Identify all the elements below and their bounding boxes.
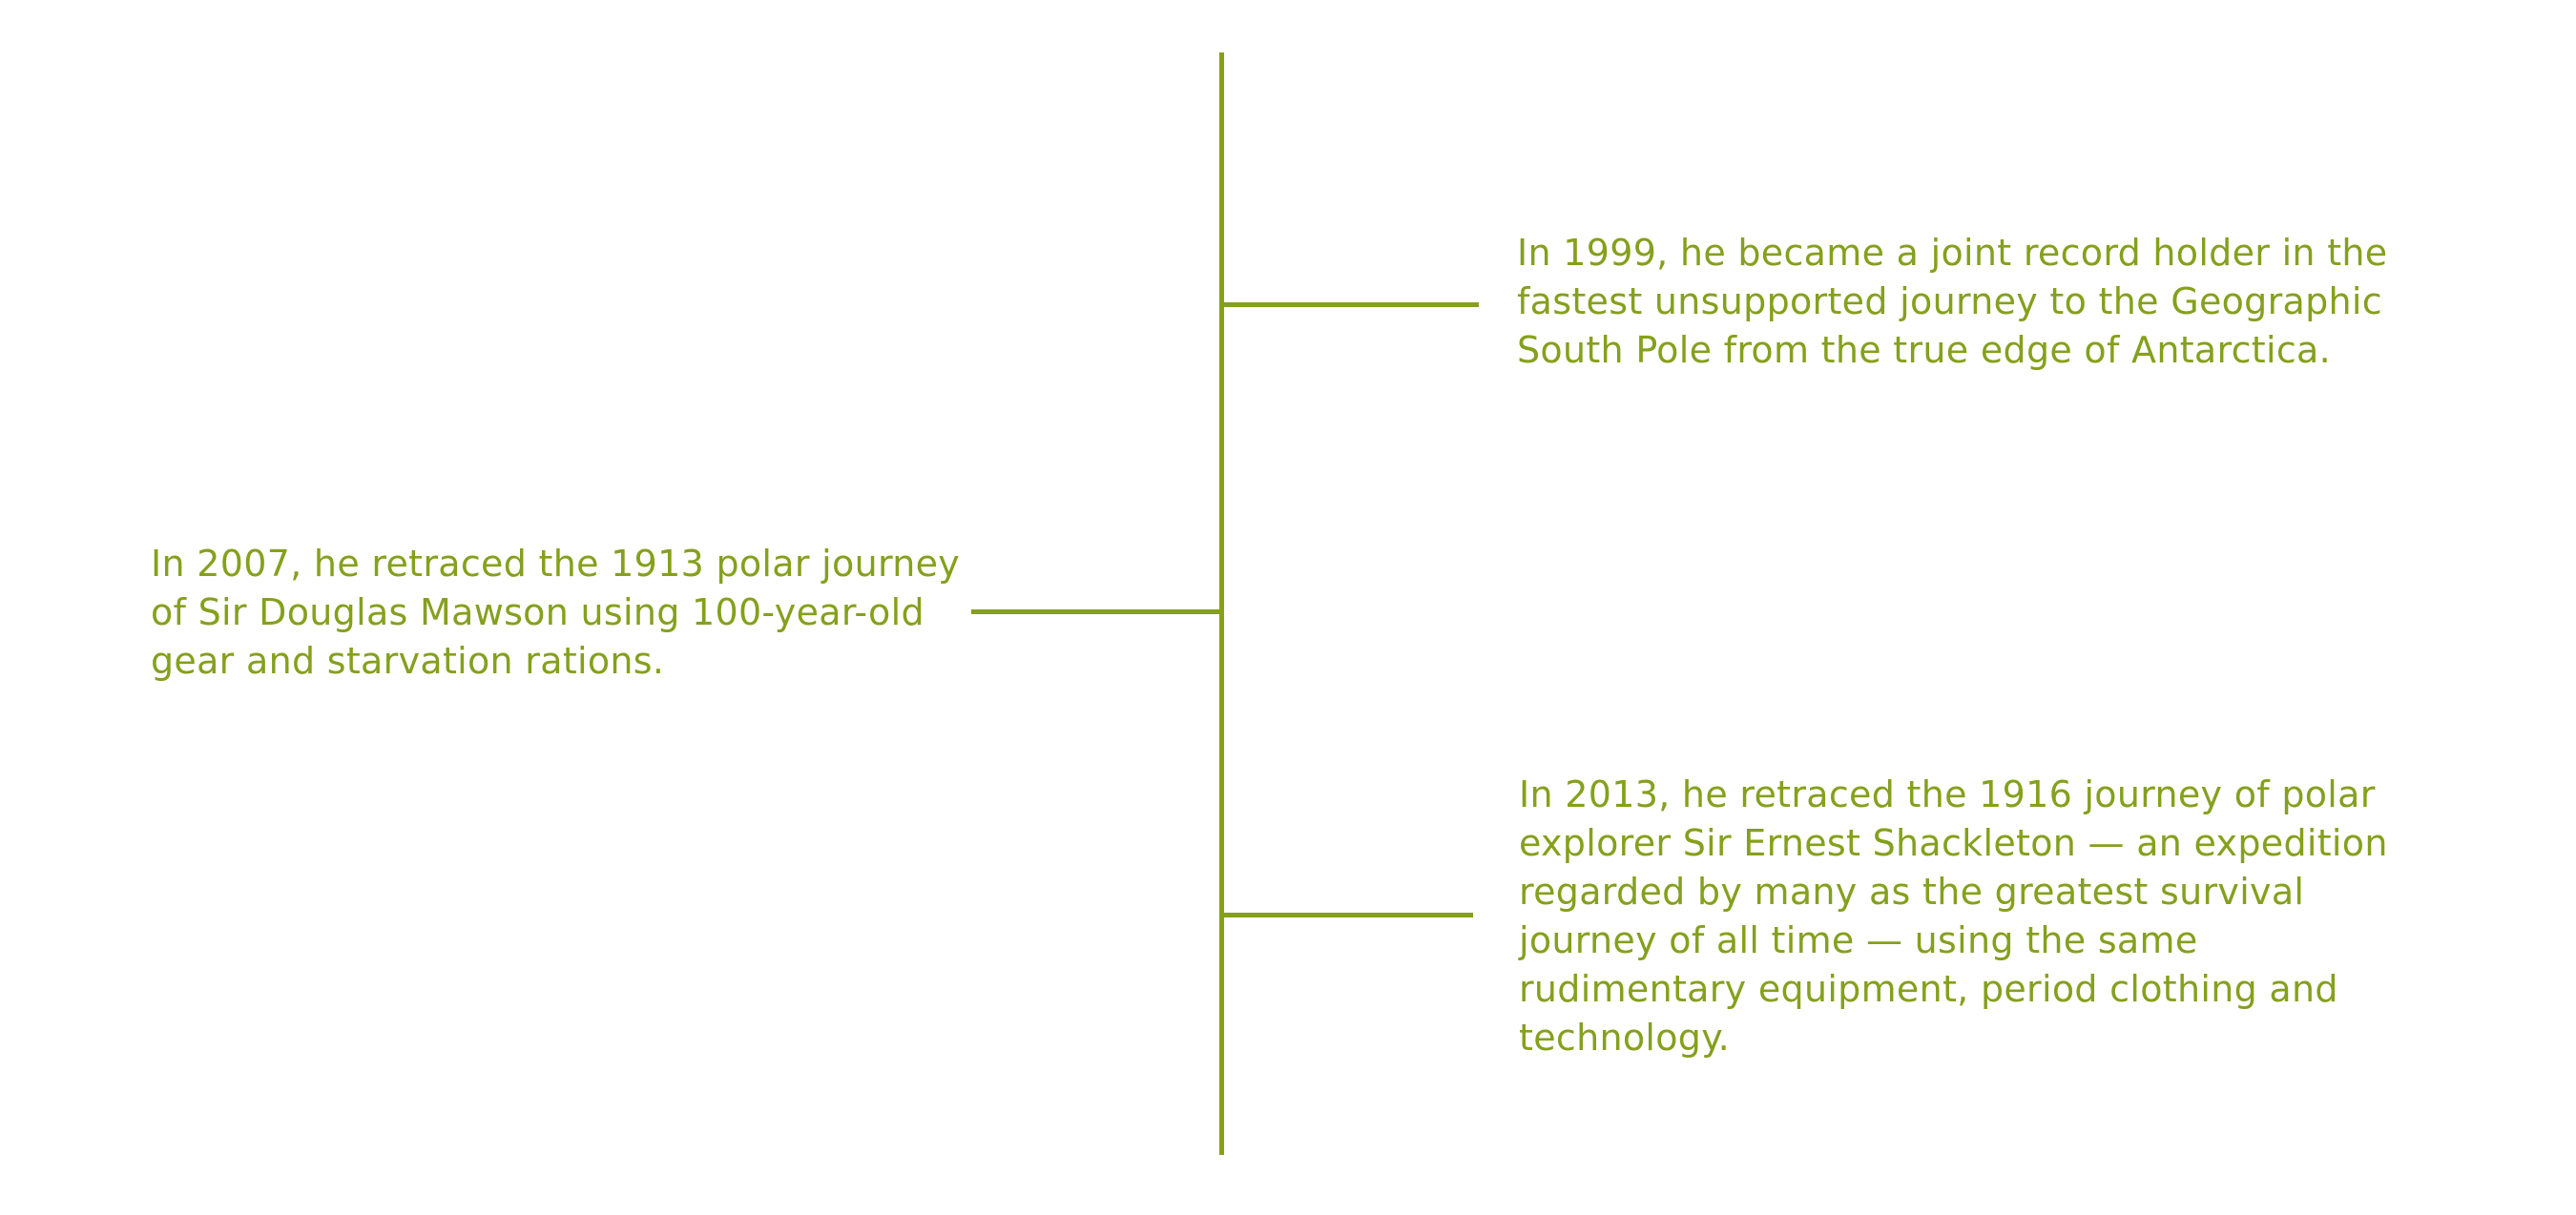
- timeline-entry-1999: In 1999, he became a joint record holder…: [1517, 232, 2388, 371]
- connector-2013: [1221, 913, 1473, 917]
- timeline-axis: [1219, 52, 1224, 1155]
- connector-1999: [1221, 302, 1479, 307]
- timeline-entry-2013: In 2013, he retraced the 1916 journey of…: [1519, 773, 2388, 1059]
- timeline-entry-2007: In 2007, he retraced the 1913 polar jour…: [151, 543, 961, 682]
- connector-2007: [971, 609, 1221, 614]
